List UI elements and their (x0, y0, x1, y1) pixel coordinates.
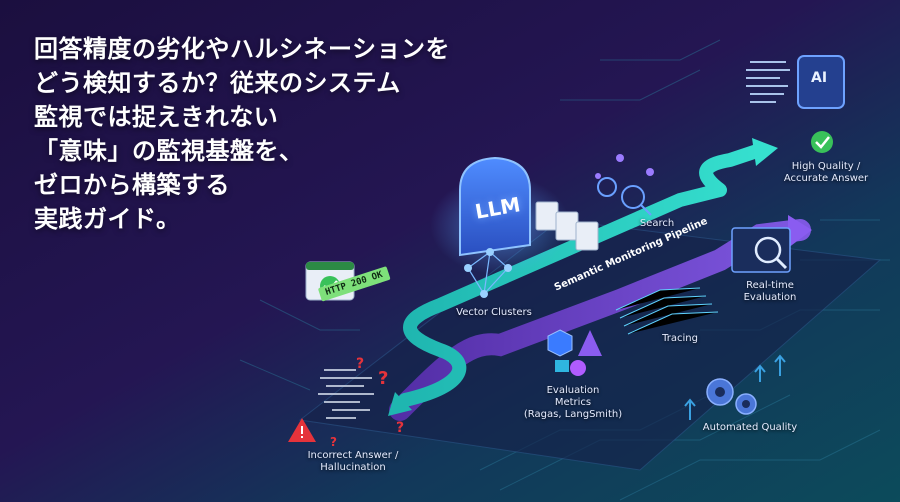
evaluation-line: Metrics (554, 397, 592, 408)
search-label: Search (639, 218, 675, 229)
headline-line: 監視では捉えきれない (34, 103, 279, 131)
search-network (595, 154, 654, 179)
headline-line: どう検知するか？従来のシステム (34, 69, 401, 97)
headline-line: 回答精度の劣化やハルシネーションを (34, 35, 451, 63)
purple-flow-arrow (389, 219, 811, 421)
llm-chip-icon (459, 156, 531, 257)
question-icon: ? ? ? ? (330, 356, 404, 449)
svg-text:?: ? (356, 356, 364, 372)
incorrect-line: Incorrect Answer / (307, 450, 399, 461)
evaluation-tools: (Ragas, LangSmith) (523, 409, 623, 420)
automated-quality-label: Automated Quality (702, 422, 798, 433)
text-lines-top-right (746, 61, 790, 103)
warning-icon (288, 418, 316, 442)
headline-line: ゼロから構築する (34, 171, 230, 199)
broken-text-lines (318, 369, 374, 419)
incorrect-answer-label: Incorrect Answer / Hallucination (308, 450, 399, 474)
cube-icon (547, 329, 602, 376)
svg-text:?: ? (378, 368, 388, 389)
svg-text:?: ? (396, 420, 404, 436)
headline-line: 「意味」の監視基盤を、 (34, 137, 304, 165)
high-quality-line: High Quality / (791, 161, 861, 172)
ai-label: AI (811, 70, 828, 86)
high-quality-line: Accurate Answer (783, 173, 869, 184)
up-arrows (684, 354, 786, 420)
tracing-lines (615, 287, 719, 335)
tracing-label: Tracing (662, 333, 698, 344)
realtime-line: Evaluation (743, 292, 797, 303)
documents-icon (535, 201, 599, 251)
vector-clusters-label: Vector Clusters (456, 307, 532, 318)
evaluation-line: Evaluation (546, 385, 600, 396)
realtime-line: Real-time (746, 280, 794, 291)
vector-cluster-icon (467, 251, 509, 295)
teal-flow-arrow (398, 143, 767, 407)
svg-text:?: ? (330, 435, 337, 449)
high-quality-label: High Quality / Accurate Answer (784, 161, 868, 185)
evaluation-metrics-label: Evaluation Metrics (Ragas, LangSmith) (524, 385, 622, 421)
headline: 回答精度の劣化やハルシネーションを どう検知するか？従来のシステム 監視では捉え… (34, 32, 450, 236)
headline-line: 実践ガイド。 (34, 205, 181, 233)
ai-document-icon (797, 55, 845, 109)
incorrect-line: Hallucination (320, 462, 386, 473)
magnifier-icon (597, 177, 652, 216)
check-icon (811, 131, 833, 153)
realtime-monitor-icon (731, 227, 791, 273)
realtime-evaluation-label: Real-time Evaluation (744, 280, 797, 304)
